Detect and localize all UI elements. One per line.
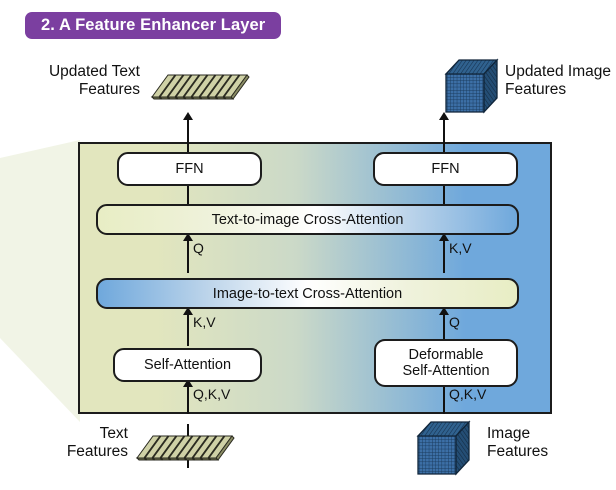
caption-text-features-line1: Text bbox=[99, 425, 128, 442]
caption-updated-text-features-line1: Updated Text bbox=[48, 63, 140, 80]
edge-i2t-to-t2i-right bbox=[443, 240, 446, 273]
edge-t2i-to-ffn-left bbox=[187, 185, 190, 205]
caption-text-features-line2: Features bbox=[66, 443, 128, 461]
caption-image-features-line1: Image bbox=[487, 425, 531, 442]
edge-ffn-right-out bbox=[443, 119, 446, 153]
edge-label-bottom-left: Q,K,V bbox=[193, 386, 231, 402]
edge-selfattn-in bbox=[187, 386, 190, 414]
edge-t2i-to-ffn-right bbox=[443, 185, 446, 205]
caption-updated-text-features-line2: Features bbox=[78, 81, 140, 99]
edge-selfattn-to-i2t-arrow bbox=[182, 307, 193, 315]
edge-i2t-to-t2i-right-arrow bbox=[438, 233, 449, 241]
caption-updated-text-features: Updated Text Features bbox=[20, 63, 140, 100]
edge-label-t2i-right: K,V bbox=[449, 240, 472, 256]
image-features-cube-icon bbox=[416, 420, 471, 476]
caption-updated-image-features: Updated Image Features bbox=[505, 63, 615, 100]
node-ffn-text[interactable]: FFN bbox=[117, 152, 262, 186]
perspective-wedge bbox=[0, 140, 80, 422]
caption-image-features: Image Features bbox=[487, 425, 587, 462]
edge-defattn-in bbox=[443, 386, 446, 414]
edge-ffn-right-out-arrow bbox=[438, 112, 449, 120]
edge-defattn-to-i2t-arrow bbox=[438, 307, 449, 315]
edge-i2t-to-t2i-left bbox=[187, 240, 190, 273]
node-text-to-image-label: Text-to-image Cross-Attention bbox=[211, 211, 404, 228]
node-ffn-image-label: FFN bbox=[431, 160, 460, 177]
edge-ffn-left-out-arrow bbox=[182, 112, 193, 120]
edge-defattn-to-i2t bbox=[443, 314, 446, 346]
updated-image-features-cube-icon bbox=[444, 58, 499, 114]
node-deformable-self-attention-label-1: Deformable bbox=[408, 346, 484, 363]
edge-label-i2t-left: K,V bbox=[193, 314, 216, 330]
edge-ffn-left-out bbox=[187, 119, 190, 153]
edge-i2t-to-t2i-left-arrow bbox=[182, 233, 193, 241]
node-image-to-text-label: Image-to-text Cross-Attention bbox=[212, 285, 403, 302]
edge-selfattn-to-i2t bbox=[187, 314, 190, 346]
node-deformable-self-attention[interactable]: Deformable Self-Attention bbox=[374, 339, 518, 387]
section-title-text: 2. A Feature Enhancer Layer bbox=[41, 16, 266, 34]
edge-label-t2i-left: Q bbox=[193, 240, 204, 256]
edge-selfattn-in-arrow bbox=[182, 379, 193, 387]
edge-label-i2t-right: Q bbox=[449, 314, 460, 330]
caption-image-features-line2: Features bbox=[487, 443, 549, 461]
caption-text-features: Text Features bbox=[32, 425, 128, 462]
updated-text-features-rods-icon bbox=[150, 74, 250, 100]
node-deformable-self-attention-label-2: Self-Attention bbox=[402, 363, 490, 379]
node-image-to-text-cross-attention[interactable]: Image-to-text Cross-Attention bbox=[96, 278, 519, 309]
node-ffn-image[interactable]: FFN bbox=[373, 152, 518, 186]
node-self-attention[interactable]: Self-Attention bbox=[113, 348, 262, 382]
caption-updated-image-features-line2: Features bbox=[505, 81, 567, 99]
caption-updated-image-features-line1: Updated Image bbox=[505, 63, 611, 80]
text-features-rods-icon bbox=[136, 435, 235, 461]
node-text-to-image-cross-attention[interactable]: Text-to-image Cross-Attention bbox=[96, 204, 519, 235]
node-self-attention-label: Self-Attention bbox=[143, 356, 232, 373]
section-title-badge: 2. A Feature Enhancer Layer bbox=[25, 12, 282, 39]
edge-label-bottom-right: Q,K,V bbox=[449, 386, 487, 402]
node-ffn-text-label: FFN bbox=[175, 160, 204, 177]
